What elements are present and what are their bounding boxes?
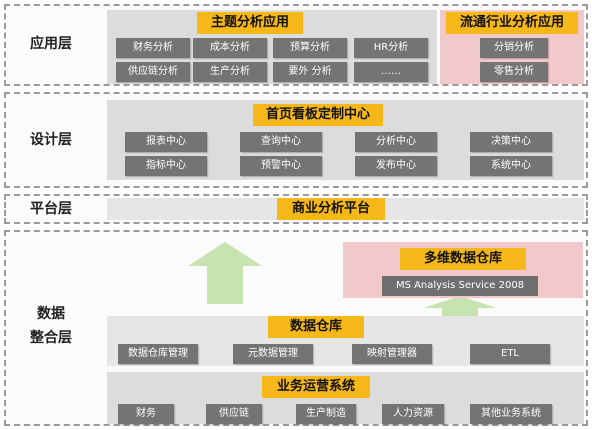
data-warehouse-title: 数据仓库: [268, 316, 364, 338]
analysis-chip: ……: [354, 62, 428, 82]
design-chip: 预警中心: [240, 156, 322, 176]
design-chip: 查询中心: [240, 132, 322, 152]
business-ops-chip: 人力资源: [382, 404, 444, 424]
business-ops-chip: 财务: [118, 404, 174, 424]
platform-layer-label: 平台层: [30, 201, 72, 217]
design-chip: 分析中心: [355, 132, 437, 152]
analysis-chip: 供应链分析: [116, 62, 190, 82]
data-warehouse-chip: ETL: [470, 344, 550, 364]
retail-chip: 零售分析: [480, 62, 548, 82]
business-ops-title: 业务运营系统: [262, 376, 370, 398]
design-title: 首页看板定制中心: [253, 104, 383, 126]
analysis-chip: 预算分析: [273, 38, 347, 58]
analysis-chip: 财务分析: [116, 38, 190, 58]
data-layer-label-line1: 数据: [37, 306, 65, 322]
retail-analysis-title: 流通行业分析应用: [446, 12, 578, 34]
business-ops-chip: 其他业务系统: [470, 404, 552, 424]
application-layer-label: 应用层: [30, 36, 72, 52]
design-chip: 决策中心: [470, 132, 552, 152]
analysis-chip: 成本分析: [193, 38, 267, 58]
platform-title: 商业分析平台: [277, 198, 385, 220]
retail-chip: 分销分析: [480, 38, 548, 58]
data-warehouse-chip: 映射管理器: [352, 344, 432, 364]
design-layer-label: 设计层: [30, 132, 72, 148]
analysis-chip: 要外 分析: [273, 62, 347, 82]
analysis-chip: 生产分析: [193, 62, 267, 82]
main-analysis-title: 主题分析应用: [197, 12, 303, 34]
ms-analysis-service: MS Analysis Service 2008: [382, 276, 538, 296]
analysis-chip: HR分析: [354, 38, 428, 58]
data-warehouse-chip: 元数据管理: [233, 344, 313, 364]
data-warehouse-chip: 数据仓库管理: [118, 344, 198, 364]
up-arrow-icon: [423, 296, 497, 324]
up-arrow-icon: [188, 242, 262, 304]
business-ops-chip: 供应链: [206, 404, 262, 424]
design-chip: 系统中心: [470, 156, 552, 176]
business-ops-chip: 生产制造: [296, 404, 356, 424]
design-chip: 发布中心: [355, 156, 437, 176]
design-chip: 报表中心: [125, 132, 207, 152]
cube-title: 多维数据仓库: [400, 248, 526, 270]
data-layer-label-line2: 整合层: [30, 330, 72, 346]
design-chip: 指标中心: [125, 156, 207, 176]
